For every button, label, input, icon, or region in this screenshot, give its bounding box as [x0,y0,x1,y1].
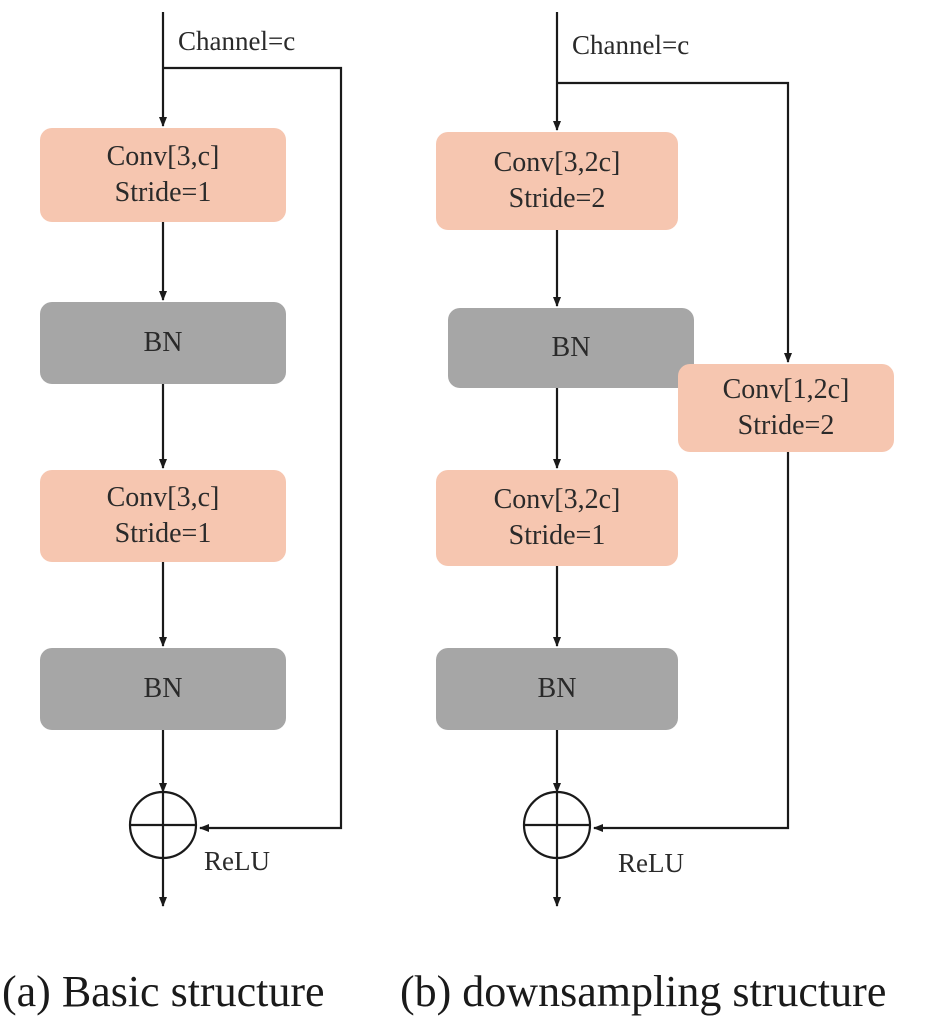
left-conv1-kernel: Conv[3,c] [106,141,220,172]
right-caption: (b) downsampling structure [400,967,887,1016]
left-conv1-stride: Stride=1 [114,177,212,208]
right-conv2-stride: Stride=1 [508,520,606,551]
right-conv1-block: Conv[3,2c] Stride=2 [436,132,678,230]
right-shortcut-conv-stride: Stride=2 [737,410,835,441]
left-conv2-kernel: Conv[3,c] [106,482,220,513]
left-bn1-label: BN [143,327,183,358]
right-bn1-block: BN [448,308,694,388]
right-relu-label: ReLU [618,848,684,878]
right-bn2-label: BN [537,673,577,704]
right-conv1-kernel: Conv[3,2c] [493,147,621,178]
right-conv1-stride: Stride=2 [508,183,606,214]
right-channel-label: Channel=c [572,30,690,60]
right-shortcut-to-sum [593,452,790,832]
left-bn2-block: BN [40,648,286,730]
right-shortcut-conv-block: Conv[1,2c] Stride=2 [678,364,894,452]
left-skip-connection [163,66,343,832]
right-bn1-label: BN [551,332,591,363]
left-conv2-stride: Stride=1 [114,518,212,549]
left-channel-label: Channel=c [178,26,296,56]
left-conv1-block: Conv[3,c] Stride=1 [40,128,286,222]
left-bn1-block: BN [40,302,286,384]
right-shortcut-conv-kernel: Conv[1,2c] [722,374,850,405]
right-bn2-block: BN [436,648,678,730]
right-conv2-block: Conv[3,2c] Stride=1 [436,470,678,566]
left-bn2-label: BN [143,673,183,704]
left-conv2-block: Conv[3,c] Stride=1 [40,470,286,562]
left-caption: (a) Basic structure [2,967,325,1016]
right-shortcut-to-conv [557,81,792,363]
right-conv2-kernel: Conv[3,2c] [493,484,621,515]
left-relu-label: ReLU [204,846,270,876]
